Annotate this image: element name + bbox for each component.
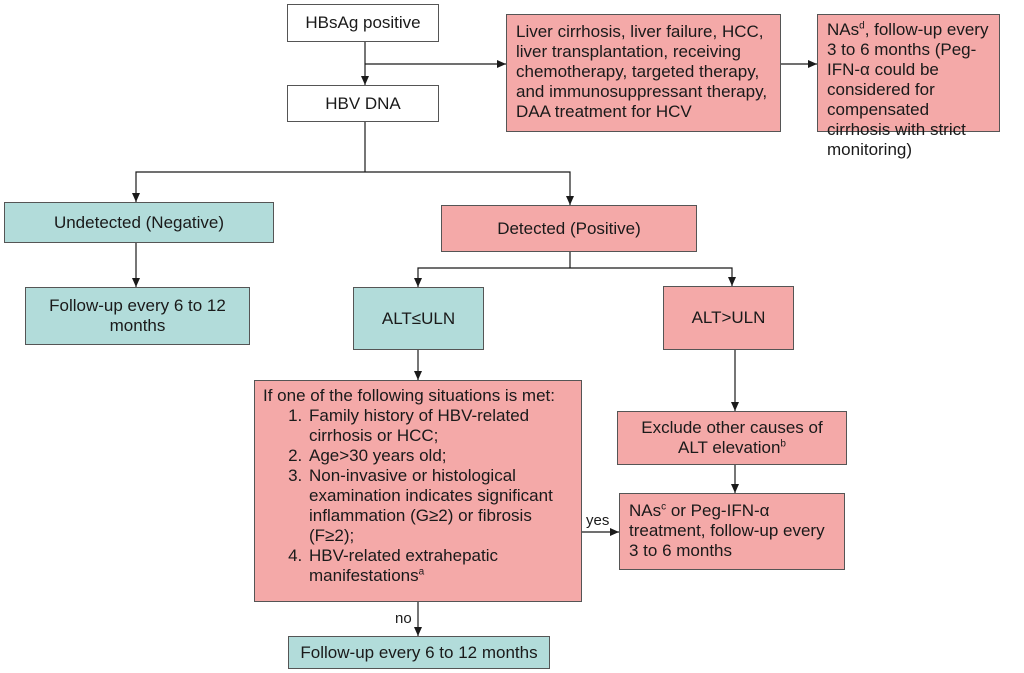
edge-label-yes: yes [586,512,610,529]
nas-treat-rest: or Peg-IFN-α treatment, follow-up every … [629,501,825,560]
edge-to-alt-le [414,267,570,287]
situation-item-3: Non-invasive or histological examination… [307,466,573,546]
nas-top-rest: , follow-up every 3 to 6 months (Peg-IFN… [827,20,989,159]
node-undetected: Undetected (Negative) [4,202,274,243]
node-followup-negative: Follow-up every 6 to 12 months [25,287,250,345]
edge-to-undetected [132,171,365,202]
nas-treat-prefix: NAs [629,501,662,520]
edge-to-detected [365,171,574,205]
edge-to-alt-gt [570,267,736,286]
node-detected-label: Detected (Positive) [497,218,641,238]
node-situations: If one of the following situations is me… [254,380,582,602]
node-exclude-label: Exclude other causes of ALT elevationb [641,418,823,457]
node-special-populations: Liver cirrhosis, liver failure, HCC, liv… [506,14,781,132]
node-nas-followup-top: NAsd, follow-up every 3 to 6 months (Peg… [817,14,1000,159]
node-alt-gt-uln: ALT>ULN [663,286,794,350]
node-alt-le-uln: ALT≤ULN [353,287,484,350]
node-alt-gt-label: ALT>ULN [691,308,766,327]
situation-item-2: Age>30 years old; [307,446,573,466]
nas-top-sup: d [859,20,865,32]
nas-treat-sup: c [661,501,667,513]
node-undetected-label: Undetected (Negative) [53,212,225,232]
node-exclude-causes: Exclude other causes of ALT elevationb [617,411,847,465]
node-hbsag-positive: HBsAg positive [287,4,439,42]
situation-item-1: Family history of HBV-related cirrhosis … [307,406,573,446]
node-nas-treatment: NAsc or Peg-IFN-α treatment, follow-up e… [619,493,845,570]
nas-top-prefix: NAs [827,20,860,39]
node-followup-negative-label: Follow-up every 6 to 12 months [49,296,226,335]
node-followup-bottom-label: Follow-up every 6 to 12 months [300,642,538,662]
node-hbsag-label: HBsAg positive [305,13,421,32]
node-alt-le-label: ALT≤ULN [381,308,456,328]
situations-intro: If one of the following situations is me… [263,386,555,405]
node-special-label: Liver cirrhosis, liver failure, HCC, liv… [516,22,768,121]
situation-item-4: HBV-related extrahepatic manifestationsa [307,546,573,586]
edge-label-no: no [395,610,412,627]
node-hbv-dna-label: HBV DNA [325,93,401,113]
situations-list: Family history of HBV-related cirrhosis … [263,406,573,586]
node-detected: Detected (Positive) [441,205,697,252]
node-hbv-dna: HBV DNA [287,85,439,122]
node-followup-bottom: Follow-up every 6 to 12 months [288,636,550,669]
